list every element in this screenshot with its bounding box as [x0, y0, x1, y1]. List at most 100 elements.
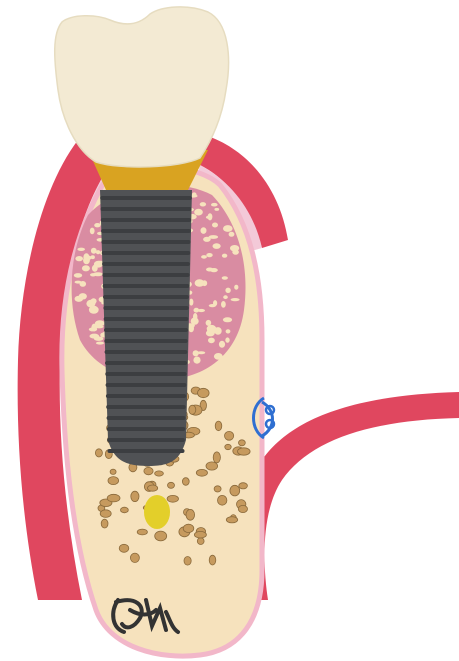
- bone-granule: [183, 524, 194, 532]
- spongy-bone-pore: [75, 296, 84, 302]
- bone-granule: [107, 494, 120, 502]
- spongy-bone-pore: [193, 350, 199, 356]
- implant-thread: [101, 240, 190, 244]
- spongy-bone-pore: [229, 232, 235, 237]
- implant-thread: [104, 328, 188, 332]
- spongy-bone-pore: [92, 265, 98, 272]
- crown-icon: [55, 7, 229, 167]
- nerve-canal-icon: [144, 495, 170, 529]
- spongy-bone-pore: [90, 228, 95, 235]
- spongy-bone-pore: [208, 213, 213, 220]
- spongy-bone-pore: [206, 320, 212, 326]
- spongy-bone-pore: [195, 279, 205, 286]
- bone-granule: [226, 517, 237, 523]
- bone-granule: [189, 405, 196, 414]
- gum-right-bottom: [236, 392, 459, 600]
- spongy-bone-pore: [225, 337, 229, 342]
- implant-thread: [103, 295, 189, 299]
- spongy-bone-pore: [189, 299, 193, 306]
- spongy-bone-pore: [213, 300, 217, 306]
- spongy-bone-pore: [89, 327, 97, 331]
- bone-granule: [225, 444, 231, 449]
- bone-granule: [155, 471, 164, 476]
- implant-thread: [101, 229, 191, 233]
- spongy-bone-pore: [214, 208, 219, 211]
- spongy-bone-pore: [82, 265, 90, 271]
- implant-thread: [103, 284, 190, 288]
- bone-granule: [168, 482, 175, 488]
- bone-granule: [225, 431, 234, 440]
- implant-thread: [101, 207, 192, 211]
- spongy-bone-pore: [193, 313, 197, 320]
- bone-granule: [108, 477, 119, 485]
- implant-thread: [102, 273, 189, 277]
- implant-thread: [105, 361, 187, 365]
- bone-granule: [215, 421, 222, 431]
- spongy-bone-pore: [214, 353, 223, 360]
- bone-granule: [148, 485, 158, 491]
- implant-thread: [108, 449, 185, 453]
- bone-granule: [184, 557, 191, 566]
- spongy-bone-pore: [77, 248, 85, 251]
- spongy-bone-pore: [231, 298, 240, 301]
- spongy-bone-pore: [90, 334, 100, 339]
- spongy-bone-pore: [91, 248, 97, 254]
- bone-granule: [198, 388, 210, 397]
- spongy-bone-pore: [194, 209, 203, 216]
- spongy-bone-pore: [89, 306, 99, 314]
- spongy-bone-pore: [90, 273, 96, 276]
- bone-granule: [230, 485, 240, 496]
- spongy-bone-pore: [94, 223, 100, 227]
- bone-granule: [121, 507, 129, 513]
- spongy-bone-pore: [74, 273, 82, 278]
- spongy-bone-pore: [201, 255, 207, 259]
- implant-thread: [102, 262, 190, 266]
- bone-granule: [239, 440, 246, 446]
- implant-screw-icon: [100, 190, 192, 466]
- spongy-bone-pore: [212, 223, 218, 228]
- spongy-bone-pore: [211, 203, 218, 207]
- spongy-bone-pore: [213, 243, 221, 249]
- bone-granule: [239, 483, 248, 489]
- spongy-bone-pore: [230, 245, 239, 251]
- spongy-bone-pore: [207, 325, 217, 333]
- bone-granule: [101, 519, 108, 528]
- spongy-bone-pore: [208, 338, 215, 344]
- spongy-bone-pore: [219, 341, 225, 348]
- implant-thread: [105, 350, 188, 354]
- bone-granule: [155, 531, 167, 541]
- bone-granule: [119, 544, 129, 552]
- spongy-bone-pore: [91, 255, 95, 259]
- implant-thread: [107, 427, 185, 431]
- bone-granule: [214, 486, 221, 492]
- implant-thread: [102, 251, 191, 255]
- implant-thread: [103, 306, 188, 310]
- bone-granule: [100, 510, 111, 518]
- implant-thread: [104, 317, 189, 321]
- bone-granule: [137, 529, 147, 535]
- implant-thread: [101, 218, 191, 222]
- implant-thread: [105, 372, 186, 376]
- implant-thread: [107, 416, 186, 420]
- bone-granule: [130, 553, 139, 562]
- implant-thread: [107, 438, 185, 442]
- spongy-bone-pore: [83, 253, 89, 261]
- spongy-bone-pore: [222, 276, 228, 279]
- spongy-bone-pore: [200, 202, 206, 206]
- bone-granule: [95, 449, 102, 457]
- bone-granule: [167, 495, 178, 502]
- spongy-bone-pore: [223, 317, 232, 322]
- spongy-bone-pore: [206, 253, 212, 257]
- implant-thread: [100, 196, 192, 200]
- spongy-bone-pore: [80, 281, 87, 287]
- spongy-bone-pore: [210, 268, 218, 272]
- bone-granule: [131, 491, 139, 501]
- bone-granule: [110, 469, 116, 474]
- bone-granule: [209, 555, 216, 565]
- spongy-bone-pore: [221, 301, 226, 308]
- implant-thread: [106, 405, 186, 409]
- spongy-bone-pore: [226, 329, 231, 333]
- spongy-bone-pore: [96, 342, 104, 345]
- spongy-bone-pore: [222, 254, 227, 258]
- bone-granule: [182, 478, 189, 486]
